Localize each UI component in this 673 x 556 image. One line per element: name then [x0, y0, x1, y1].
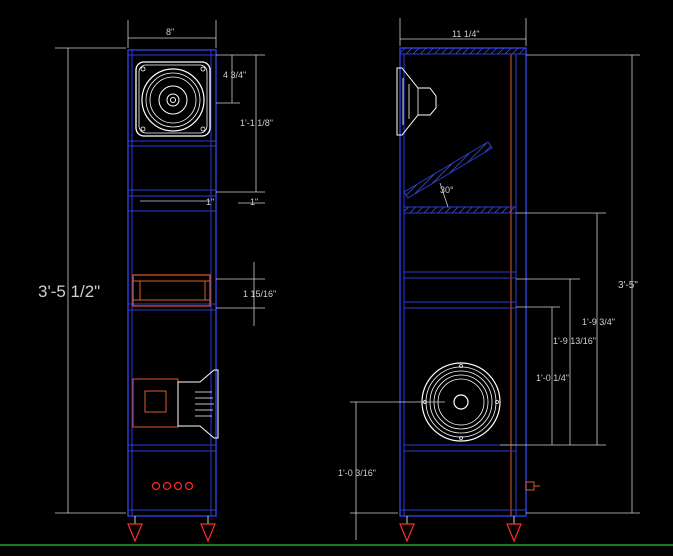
woofer-screw: [459, 436, 463, 440]
side-depth-label: 11 1/4": [452, 29, 480, 39]
front-tweeter: [135, 61, 211, 137]
side-upper-dim-label: 1'-9 3/4": [582, 317, 615, 327]
side-shelf-hatch: [403, 206, 517, 214]
side-baffle-angle-label: 30°: [440, 185, 454, 195]
spike-cone: [127, 523, 143, 543]
tweeter-center: [170, 97, 176, 103]
tweeter-screw: [200, 66, 206, 72]
terminal-dot: [162, 481, 172, 491]
tweeter-ring: [145, 72, 201, 128]
terminal-dot: [184, 481, 194, 491]
side-woofer-center-label: 1'-0 3/16": [338, 468, 376, 478]
tweeter-ring: [141, 68, 205, 132]
woofer-cone: [177, 369, 219, 439]
tweeter-screw: [140, 126, 146, 132]
front-view: 8" 4 3/4" 1'-1 1/8" 1" 1" 1 15/16" 3'-5 …: [38, 20, 276, 543]
tweeter-screw: [200, 126, 206, 132]
front-terminals: [151, 481, 194, 491]
spike-cone: [399, 523, 415, 543]
front-spikes: [127, 516, 216, 543]
side-dimensions: [350, 18, 640, 540]
front-port-height-label: 1 15/16": [243, 289, 276, 299]
tweeter-ring: [149, 76, 197, 124]
side-angled-baffle: [403, 141, 493, 199]
tweeter-screw: [140, 66, 146, 72]
front-woofer-side: [132, 369, 219, 439]
front-dimensions: [55, 20, 265, 514]
woofer-magnet: [144, 390, 167, 413]
front-upper-section-label: 1'-1 1/8": [240, 118, 273, 128]
side-lower-dim-label: 1'-0 1/4": [536, 373, 569, 383]
front-port: [132, 274, 211, 307]
side-overall-height-label: 3'-5": [618, 280, 638, 291]
tweeter-side-body: [396, 67, 437, 136]
side-top-hatch: [399, 47, 527, 55]
tweeter-faceplate-inner: [138, 64, 208, 134]
side-rear-terminal: [525, 481, 540, 491]
side-mid-dim-label: 1'-9 13/16": [553, 336, 596, 346]
port-outline: [132, 274, 211, 307]
front-shelf-gap-label-b: 1": [250, 197, 258, 207]
woofer-screw: [459, 364, 463, 368]
side-view: 11 1/4" 30° 3'-5" 1'-9 3/4" 1'-9 13/16" …: [338, 18, 640, 543]
tweeter-ring: [158, 85, 188, 115]
front-cabinet-outline: [127, 49, 217, 517]
terminal-dot: [173, 481, 183, 491]
terminal-dot: [151, 481, 161, 491]
spike-cone: [506, 523, 522, 543]
tweeter-faceplate: [135, 61, 211, 137]
front-shelf-gap-label-a: 1": [206, 197, 214, 207]
woofer-screw: [495, 400, 499, 404]
side-spikes: [399, 516, 522, 543]
tweeter-dome: [166, 93, 180, 107]
front-width-label: 8": [166, 27, 174, 37]
woofer-dust-cap: [453, 394, 469, 410]
spike-cone: [200, 523, 216, 543]
front-tweeter-offset-label: 4 3/4": [223, 70, 246, 80]
front-overall-height-label: 3'-5 1/2": [38, 282, 100, 301]
side-tweeter: [396, 67, 437, 136]
